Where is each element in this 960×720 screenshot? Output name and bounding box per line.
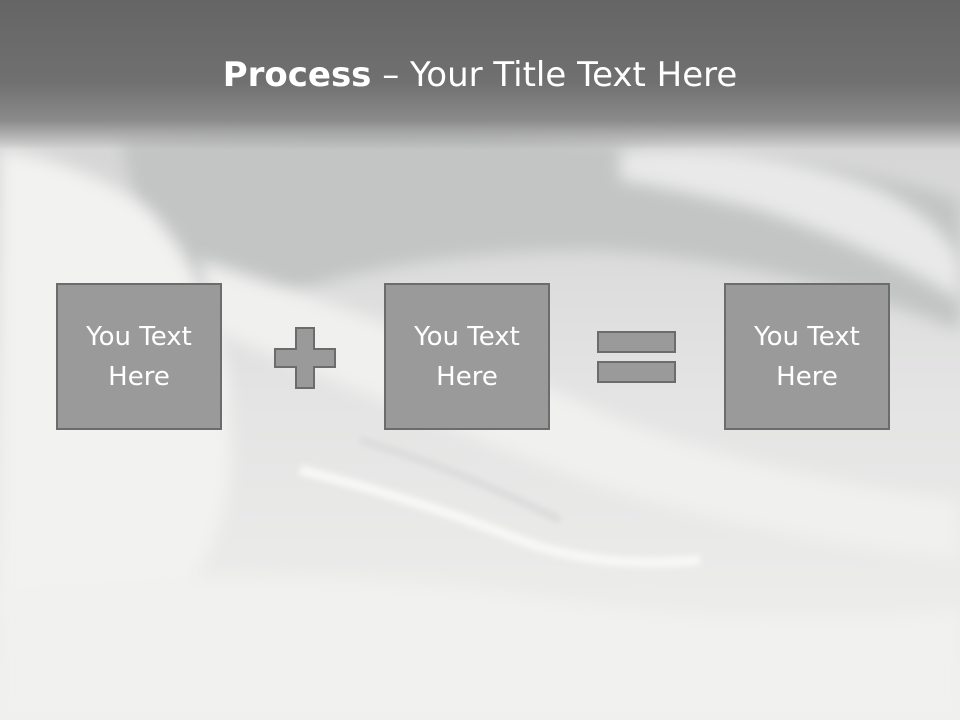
process-box-3-text: You Text Here (754, 321, 860, 392)
equals-icon (597, 331, 676, 383)
title-bar (0, 0, 960, 150)
title-bold: Process (222, 55, 372, 95)
process-box-2[interactable]: You Text Here (384, 283, 550, 430)
process-box-1-text: You Text Here (86, 321, 192, 392)
process-box-1[interactable]: You Text Here (56, 283, 222, 430)
process-box-2-text: You Text Here (414, 321, 520, 392)
plus-icon (274, 327, 336, 389)
title-rest: – Your Title Text Here (371, 55, 738, 95)
slide-title: Process – Your Title Text Here (0, 52, 960, 98)
process-box-3[interactable]: You Text Here (724, 283, 890, 430)
